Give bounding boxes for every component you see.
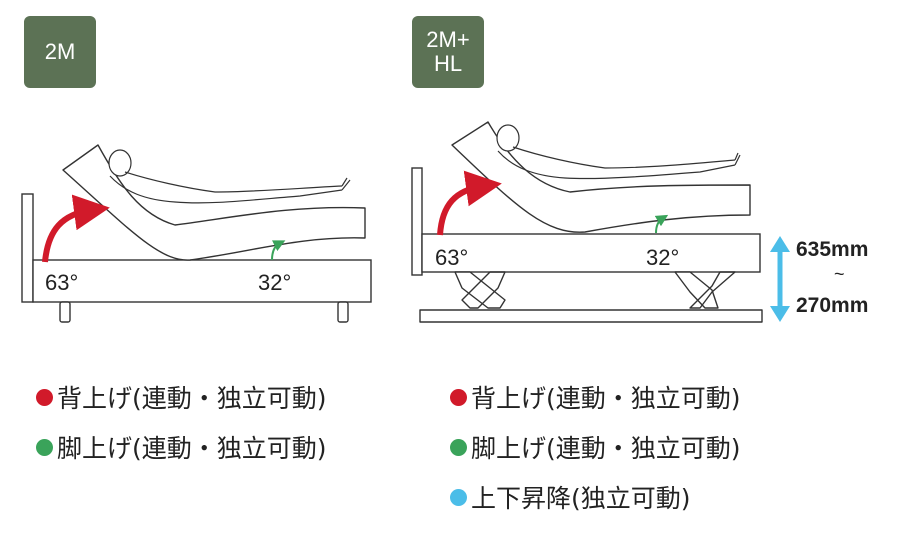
model-badge-2m: 2M <box>24 16 96 88</box>
mattress <box>451 121 751 233</box>
reclining-person <box>108 149 351 204</box>
legend-text: 背上げ(連動・独立可動) <box>471 384 741 413</box>
scissor-lift <box>419 271 763 323</box>
leg-angle-label: 32° <box>258 270 291 295</box>
height-range-separator: ~ <box>834 264 845 284</box>
legend-item-leg-lift: 脚上げ(連動・独立可動) <box>36 422 327 472</box>
headboard <box>21 193 34 303</box>
bed-leg <box>59 301 71 323</box>
bed-leg <box>337 301 349 323</box>
model-badge-label: 2M <box>44 39 76 64</box>
red-dot-icon <box>36 388 53 406</box>
bed-frame <box>32 259 372 303</box>
height-range-arrow <box>770 236 790 322</box>
headboard <box>411 167 423 276</box>
back-angle-label: 63° <box>45 270 78 295</box>
leg-angle-label: 32° <box>646 245 679 270</box>
back-lift-arrow <box>437 170 502 236</box>
leg-lift-arrow <box>654 214 669 234</box>
green-dot-icon <box>450 438 467 456</box>
legend-text: 上下昇降(独立可動) <box>471 484 691 513</box>
mattress <box>62 144 366 261</box>
left-bed: 63° 32° <box>21 144 372 323</box>
back-lift-arrow <box>42 194 110 263</box>
green-dot-icon <box>36 438 53 456</box>
legend-item-height-adjust: 上下昇降(独立可動) <box>450 472 741 522</box>
legend-text: 脚上げ(連動・独立可動) <box>57 434 327 463</box>
bed-frame <box>421 233 761 273</box>
legend-2m-hl: 背上げ(連動・独立可動) 脚上げ(連動・独立可動) 上下昇降(独立可動) <box>450 372 741 522</box>
height-min-label: 270mm <box>796 294 868 317</box>
red-dot-icon <box>450 388 467 406</box>
reclining-person <box>496 124 741 180</box>
model-badge-label-line2: HL <box>433 51 463 76</box>
blue-dot-icon <box>450 488 467 506</box>
legend-item-back-lift: 背上げ(連動・独立可動) <box>450 372 741 422</box>
leg-lift-arrow <box>271 240 286 261</box>
legend-2m: 背上げ(連動・独立可動) 脚上げ(連動・独立可動) <box>36 372 327 472</box>
model-badge-label-line1: 2M+ <box>426 27 470 52</box>
legend-item-back-lift: 背上げ(連動・独立可動) <box>36 372 327 422</box>
height-max-label: 635mm <box>796 238 868 261</box>
model-badge-2m-hl: 2M+ HL <box>412 16 484 88</box>
back-angle-label: 63° <box>435 245 468 270</box>
legend-text: 背上げ(連動・独立可動) <box>57 384 327 413</box>
legend-item-leg-lift: 脚上げ(連動・独立可動) <box>450 422 741 472</box>
right-bed: 63° 32° 635mm ~ 270mm <box>411 121 868 323</box>
legend-text: 脚上げ(連動・独立可動) <box>471 434 741 463</box>
